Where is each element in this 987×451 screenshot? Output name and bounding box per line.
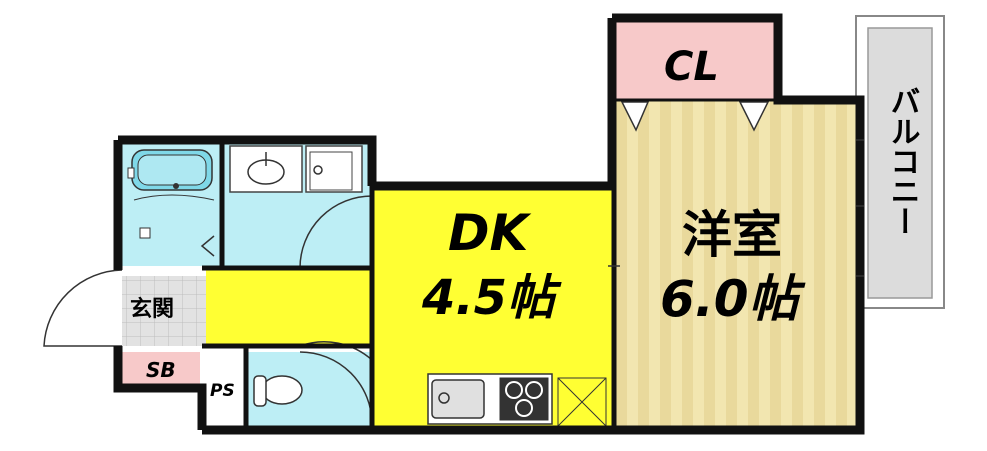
- balcony: バルコニー: [855, 15, 945, 309]
- pipe-space: [206, 352, 246, 426]
- western-label-2: 6.0帖: [660, 270, 806, 328]
- kitchen-sink-icon: [431, 379, 485, 419]
- washer-drain: [309, 151, 353, 191]
- drain-icon: [313, 165, 323, 175]
- shoe-box-label: SB: [146, 358, 176, 382]
- dk-label-2: 4.5帖: [421, 270, 562, 326]
- pipe-space-label: PS: [210, 381, 235, 401]
- washroom-door-arc: [299, 195, 373, 269]
- closet: [614, 20, 776, 100]
- western-room: [614, 100, 856, 430]
- closet-door-right: [738, 101, 770, 132]
- walls: [113, 13, 865, 435]
- closet-label: CL: [664, 44, 719, 90]
- western-label-1: 洋室: [682, 206, 782, 264]
- entrance: [122, 276, 206, 346]
- shoe-box: [122, 352, 200, 384]
- entrance-door-arc: [43, 269, 123, 347]
- corridor: [206, 268, 372, 346]
- entrance-label: 玄関: [130, 296, 174, 322]
- window-marks: [608, 139, 864, 277]
- dk-label-1: DK: [448, 204, 532, 262]
- balcony-label: バルコニー: [885, 86, 920, 236]
- closet-door-left: [620, 101, 650, 132]
- toilet-icon: [261, 375, 303, 405]
